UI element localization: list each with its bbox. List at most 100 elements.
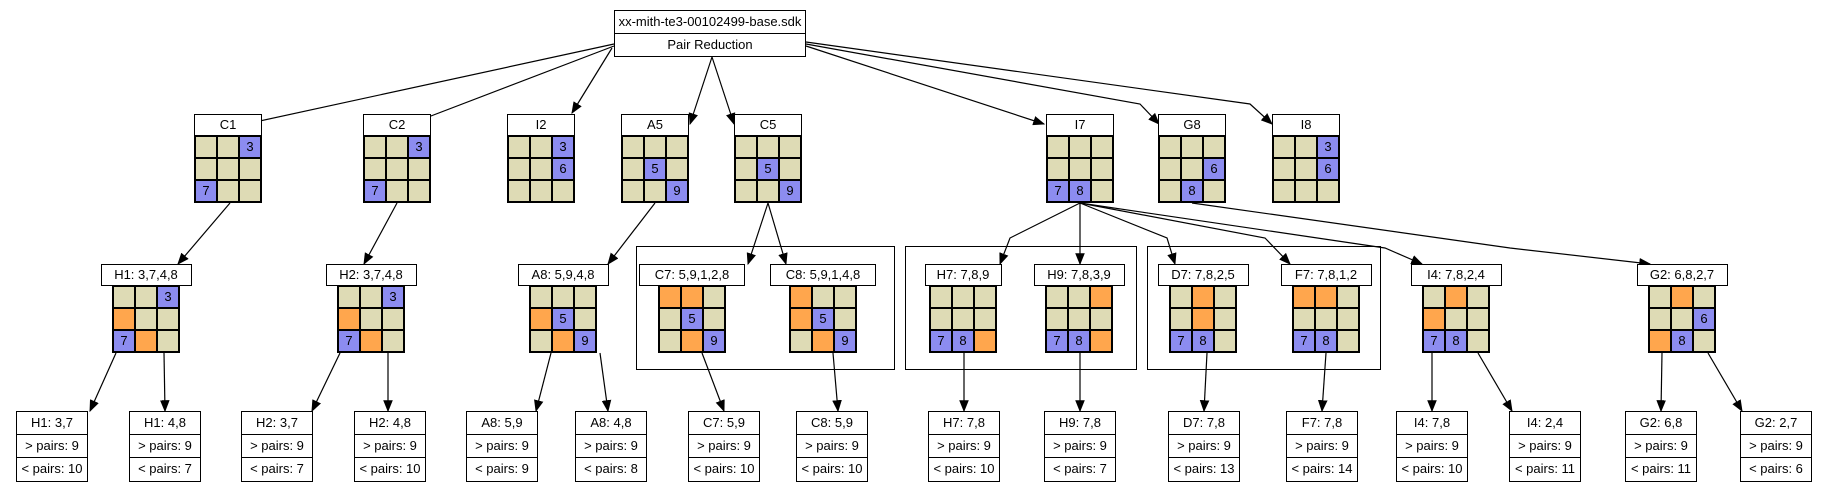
root-title: xx-mith-te3-00102499-base.sdk (615, 11, 805, 34)
box-cell (1046, 286, 1068, 308)
leaf-title: D7: 7,8 (1169, 412, 1239, 435)
leaf-title: A8: 5,9 (467, 412, 537, 435)
edge-c5-c8 (767, 202, 788, 266)
box-cell (1203, 180, 1225, 202)
box-cell (703, 286, 725, 308)
box-cell (834, 308, 856, 330)
box-cell (812, 286, 834, 308)
box-cell (644, 136, 666, 158)
box-cell (135, 286, 157, 308)
box-cell (757, 180, 779, 202)
node-label: C5 (734, 114, 802, 136)
box-cell (508, 158, 530, 180)
leaf-greater-pairs: > pairs: 9 (576, 435, 646, 458)
box-cell (1203, 136, 1225, 158)
leaf-node: A8: 5,9> pairs: 9< pairs: 9 (466, 411, 538, 482)
box-cell (552, 180, 574, 202)
leaf-node: H1: 3,7> pairs: 9< pairs: 10 (16, 411, 88, 482)
node-label: G8 (1158, 114, 1226, 136)
leaf-greater-pairs: > pairs: 9 (689, 435, 759, 458)
edge-c7-leaf (701, 352, 725, 413)
leaf-greater-pairs: > pairs: 9 (1397, 435, 1467, 458)
box-cell (1295, 136, 1317, 158)
box-cell: 8 (1315, 330, 1337, 352)
box-cell (1273, 180, 1295, 202)
box-cell (1273, 158, 1295, 180)
box-cell (735, 136, 757, 158)
box-cell (364, 158, 386, 180)
box-cell (1192, 308, 1214, 330)
box-cell (930, 286, 952, 308)
box-cell (834, 286, 856, 308)
box-cell (157, 308, 179, 330)
box-cell (217, 136, 239, 158)
box-cell (735, 158, 757, 180)
node-label: A8: 5,9,4,8 (517, 264, 609, 286)
box-cell: 3 (157, 286, 179, 308)
box-cell (1069, 136, 1091, 158)
box-cell (195, 158, 217, 180)
box-cell (552, 330, 574, 352)
box-cell (812, 330, 834, 352)
box-cell (974, 330, 996, 352)
edge-root-c2 (408, 45, 615, 125)
box-cell (622, 180, 644, 202)
box-cell (1091, 158, 1113, 180)
node-label: I2 (507, 114, 575, 136)
leaf-lesser-pairs: < pairs: 10 (693, 461, 755, 476)
box-cell: 8 (1445, 330, 1467, 352)
leaf-greater-pairs: > pairs: 9 (1626, 435, 1696, 458)
edge-a8-leaf2 (599, 352, 612, 413)
box-cell (659, 308, 681, 330)
leaf-title: I4: 7,8 (1397, 412, 1467, 435)
edge-i4-leaf2 (1477, 352, 1513, 413)
box-cell: 6 (1203, 158, 1225, 180)
box-cell (530, 180, 552, 202)
leaf-title: H9: 7,8 (1045, 412, 1115, 435)
edge-a8-leaf1 (534, 352, 552, 413)
box-cell: 3 (239, 136, 261, 158)
box-cell (1068, 286, 1090, 308)
box-cell: 9 (834, 330, 856, 352)
edge-h2-leaf1 (311, 352, 341, 413)
edge-root-c1 (244, 43, 615, 127)
box-cell: 3 (1317, 136, 1339, 158)
box-cell (1214, 286, 1236, 308)
edge-c2-h2 (363, 202, 398, 266)
edge-g2-leaf1 (1656, 352, 1666, 413)
box-cell: 7 (1293, 330, 1315, 352)
box-cell (1047, 136, 1069, 158)
box-cell (1423, 308, 1445, 330)
edge-root-c5 (711, 56, 736, 126)
node-label: C8: 5,9,1,4,8 (770, 264, 876, 286)
box-cell: 7 (930, 330, 952, 352)
box-cell (666, 136, 688, 158)
box-cell (364, 136, 386, 158)
leaf-node: I4: 7,8> pairs: 9< pairs: 10 (1396, 411, 1468, 482)
box-cell (574, 286, 596, 308)
node-label: H7: 7,8,9 (924, 264, 1002, 286)
box-cell (338, 308, 360, 330)
box-cell (1315, 286, 1337, 308)
leaf-node: A8: 4,8> pairs: 9< pairs: 8 (575, 411, 647, 482)
box-cell (382, 330, 404, 352)
leaf-node: H7: 7,8> pairs: 9< pairs: 10 (928, 411, 1000, 482)
edge-h1-leaf2 (160, 352, 170, 413)
box-cell: 9 (574, 330, 596, 352)
leaf-title: H1: 4,8 (130, 412, 200, 435)
box-cell (530, 136, 552, 158)
box-cell (408, 158, 430, 180)
box-cell: 7 (1170, 330, 1192, 352)
box-cell: 7 (1047, 180, 1069, 202)
box-cell (408, 180, 430, 202)
box-cell (217, 180, 239, 202)
box-cell (552, 286, 574, 308)
box-cell (1295, 180, 1317, 202)
